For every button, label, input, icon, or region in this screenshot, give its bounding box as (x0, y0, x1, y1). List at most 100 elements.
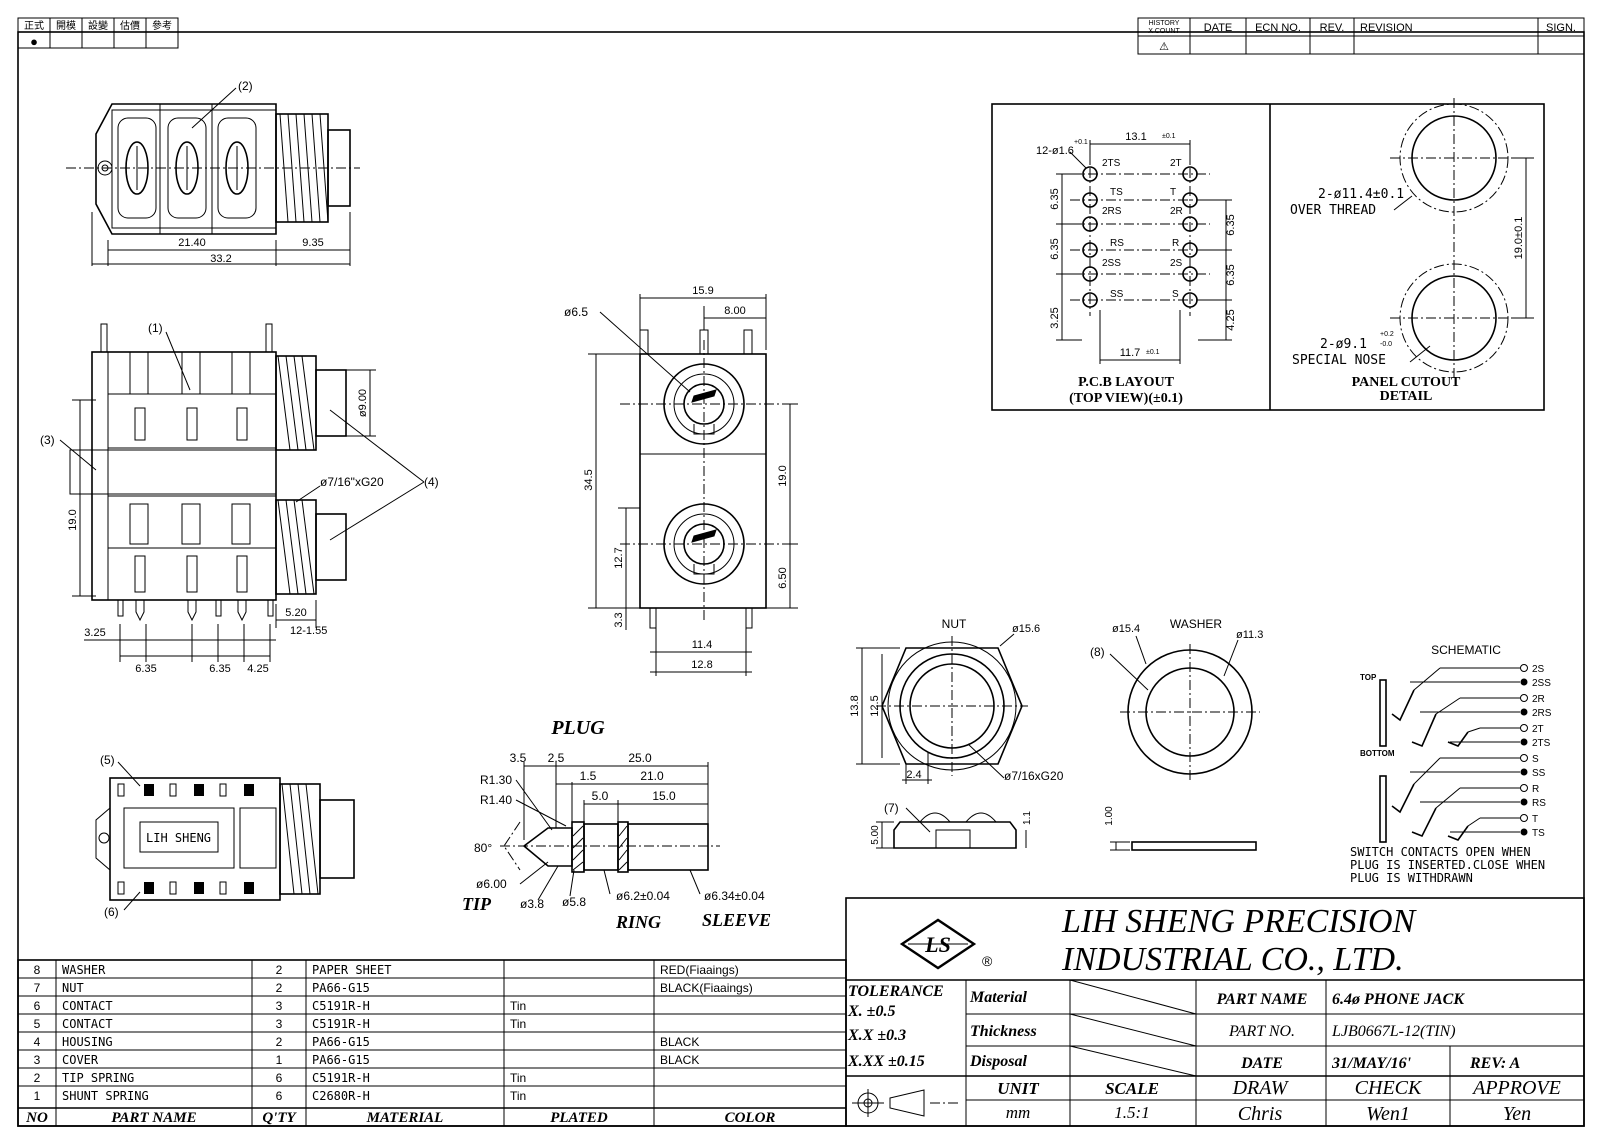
panel-thread-note: OVER THREAD (1290, 203, 1376, 218)
revision-header: REVISION (1360, 22, 1413, 34)
bom-cell: Tin (510, 999, 526, 1013)
schematic-top-label: TOP (1360, 673, 1377, 682)
dim-pcb-top: 13.1 (1125, 131, 1146, 143)
bom-header-plated: PLATED (550, 1110, 608, 1126)
bom-row: 5 CONTACT 3 C5191R-H Tin (34, 1017, 527, 1031)
tolerance-x: X. ±0.5 (847, 1003, 895, 1020)
thread-spec: ø7/16"xG20 (320, 475, 384, 489)
bom-cell: 8 (34, 963, 41, 977)
bom-cell: BLACK(Fiaaings) (660, 981, 753, 995)
dim-body-length: 21.40 (178, 237, 206, 249)
panel-caption: PANEL CUTOUT (1352, 375, 1461, 390)
bom-cell: 6 (276, 1089, 283, 1103)
callout-8: (8) (1090, 645, 1105, 659)
top-view: (2) 21.40 9.35 33.2 (66, 79, 360, 266)
company-name-line-1: LIH SHENG PRECISION (1061, 903, 1418, 940)
draw-label: DRAW (1232, 1077, 1290, 1099)
bom-cell: 6 (276, 1071, 283, 1085)
dim-plug-6-2: ø6.2±0.04 (616, 889, 670, 903)
washer-detail: WASHER ø15.4 ø11.3 (8) 1.00 (1090, 617, 1263, 851)
dim-washer-11-3: ø11.3 (1236, 629, 1263, 641)
panel-nose-spec: 2-ø9.1 (1320, 337, 1367, 352)
pcb-layout-panel: 2TS 2T TS T 2RS 2R RS R 2SS 2S SS S 13.1… (991, 98, 1545, 411)
pcb-hole-tol: +0.1 (1074, 139, 1088, 146)
dim-side-height: 19.0 (67, 509, 79, 530)
dim-pcb-left: 6.35 (1049, 238, 1061, 259)
pin-label: T (1170, 187, 1176, 198)
projection-symbol (852, 1089, 960, 1117)
callout-7: (7) (884, 801, 899, 815)
plug-title: PLUG (550, 717, 605, 739)
panel-nose-note: SPECIAL NOSE (1292, 353, 1386, 368)
dim-5-20: 5.20 (285, 607, 306, 619)
pcb-caption: P.C.B LAYOUT (1078, 375, 1174, 390)
dim-thread-length: 9.35 (302, 237, 323, 249)
dim-11-4: 11.4 (692, 639, 713, 651)
callout-4: (4) (424, 475, 439, 489)
dim-12-8: 12.8 (691, 659, 712, 671)
pin-label: TS (1110, 187, 1123, 198)
bom-cell: PA66-G15 (312, 981, 370, 995)
dim-plug-6-34: ø6.34±0.04 (704, 889, 765, 903)
schematic-pin: SS (1532, 768, 1546, 779)
schematic-pin: S (1532, 754, 1539, 765)
dim-plug-5-8: ø5.8 (562, 895, 586, 909)
dim-3-25: 3.25 (84, 627, 105, 639)
bom-cell: WASHER (62, 963, 106, 977)
callout-1: (1) (148, 321, 163, 335)
pin-label: 2SS (1102, 258, 1121, 269)
status-label: 估價 (120, 19, 140, 32)
schematic-note: PLUG IS WITHDRAWN (1350, 871, 1473, 885)
bom-cell: 1 (34, 1089, 41, 1103)
bom-cell: PA66-G15 (312, 1053, 370, 1067)
bom-cell: Tin (510, 1071, 526, 1085)
pin-label: 2R (1170, 206, 1183, 217)
dim-plug-1-5: 1.5 (580, 769, 597, 783)
dim-6-50: 6.50 (777, 567, 789, 588)
thread-hatch-bottom (281, 783, 319, 895)
bom-cell: COVER (62, 1053, 99, 1067)
drawing-status-header: 正式 開模 設變 估價 參考 ● (17, 17, 179, 49)
approve-value: Yen (1503, 1103, 1531, 1125)
check-label: CHECK (1355, 1077, 1423, 1099)
dim-washer-1-00: 1.00 (1104, 806, 1115, 826)
tolerance-xx: X.X ±0.3 (847, 1027, 906, 1044)
dim-total-length: 33.2 (210, 253, 231, 265)
callout-2: (2) (238, 79, 253, 93)
schematic-terminals (1520, 664, 1528, 836)
part-name-value: 6.4ø PHONE JACK (1332, 991, 1465, 1008)
logo-letters: LS (924, 932, 951, 957)
bom-cell: 3 (34, 1053, 41, 1067)
brand-marking: LIH SHENG (146, 831, 211, 845)
schematic-pin: R (1532, 784, 1539, 795)
bom-cell: HOUSING (62, 1035, 113, 1049)
schematic-pin: 2RS (1532, 708, 1552, 719)
bom-cell: SHUNT SPRING (62, 1089, 149, 1103)
schematic-pin: RS (1532, 798, 1546, 809)
dim-plug-2-5: 2.5 (548, 751, 565, 765)
revision-value: REV: A (1469, 1055, 1521, 1072)
dim-6-35-b: 6.35 (209, 663, 230, 675)
insulator-hatch (572, 825, 628, 871)
bom-cell: 4 (34, 1035, 41, 1049)
schematic-bottom-label: BOTTOM (1360, 749, 1395, 758)
pin-label: 2RS (1102, 206, 1122, 217)
plug-tip-angle: 80° (474, 841, 492, 855)
pcb-caption: (TOP VIEW)(±0.1) (1069, 391, 1183, 406)
plug-sleeve-label: SLEEVE (702, 910, 771, 930)
bom-cell: RED(Fiaaings) (660, 963, 739, 977)
bom-cell: C5191R-H (312, 1071, 370, 1085)
registered-mark: ® (982, 953, 993, 969)
status-label: 正式 (24, 19, 44, 32)
draw-value: Chris (1238, 1103, 1283, 1125)
dim-pcb-right: 6.35 (1225, 214, 1237, 235)
pin-label: 2S (1170, 258, 1183, 269)
bottom-view: LIH SHENG (5) (6) (95, 753, 355, 919)
dim-sleeve-diameter: ø9.00 (357, 389, 369, 417)
panel-caption: DETAIL (1380, 389, 1433, 404)
bom-cell: BLACK (660, 1035, 699, 1049)
plug-ring-label: RING (615, 912, 661, 932)
bom-row: 7 NUT 2 PA66-G15 BLACK(Fiaaings) (34, 981, 753, 995)
sign-header: SIGN. (1546, 22, 1576, 34)
callout-5: (5) (100, 753, 115, 767)
